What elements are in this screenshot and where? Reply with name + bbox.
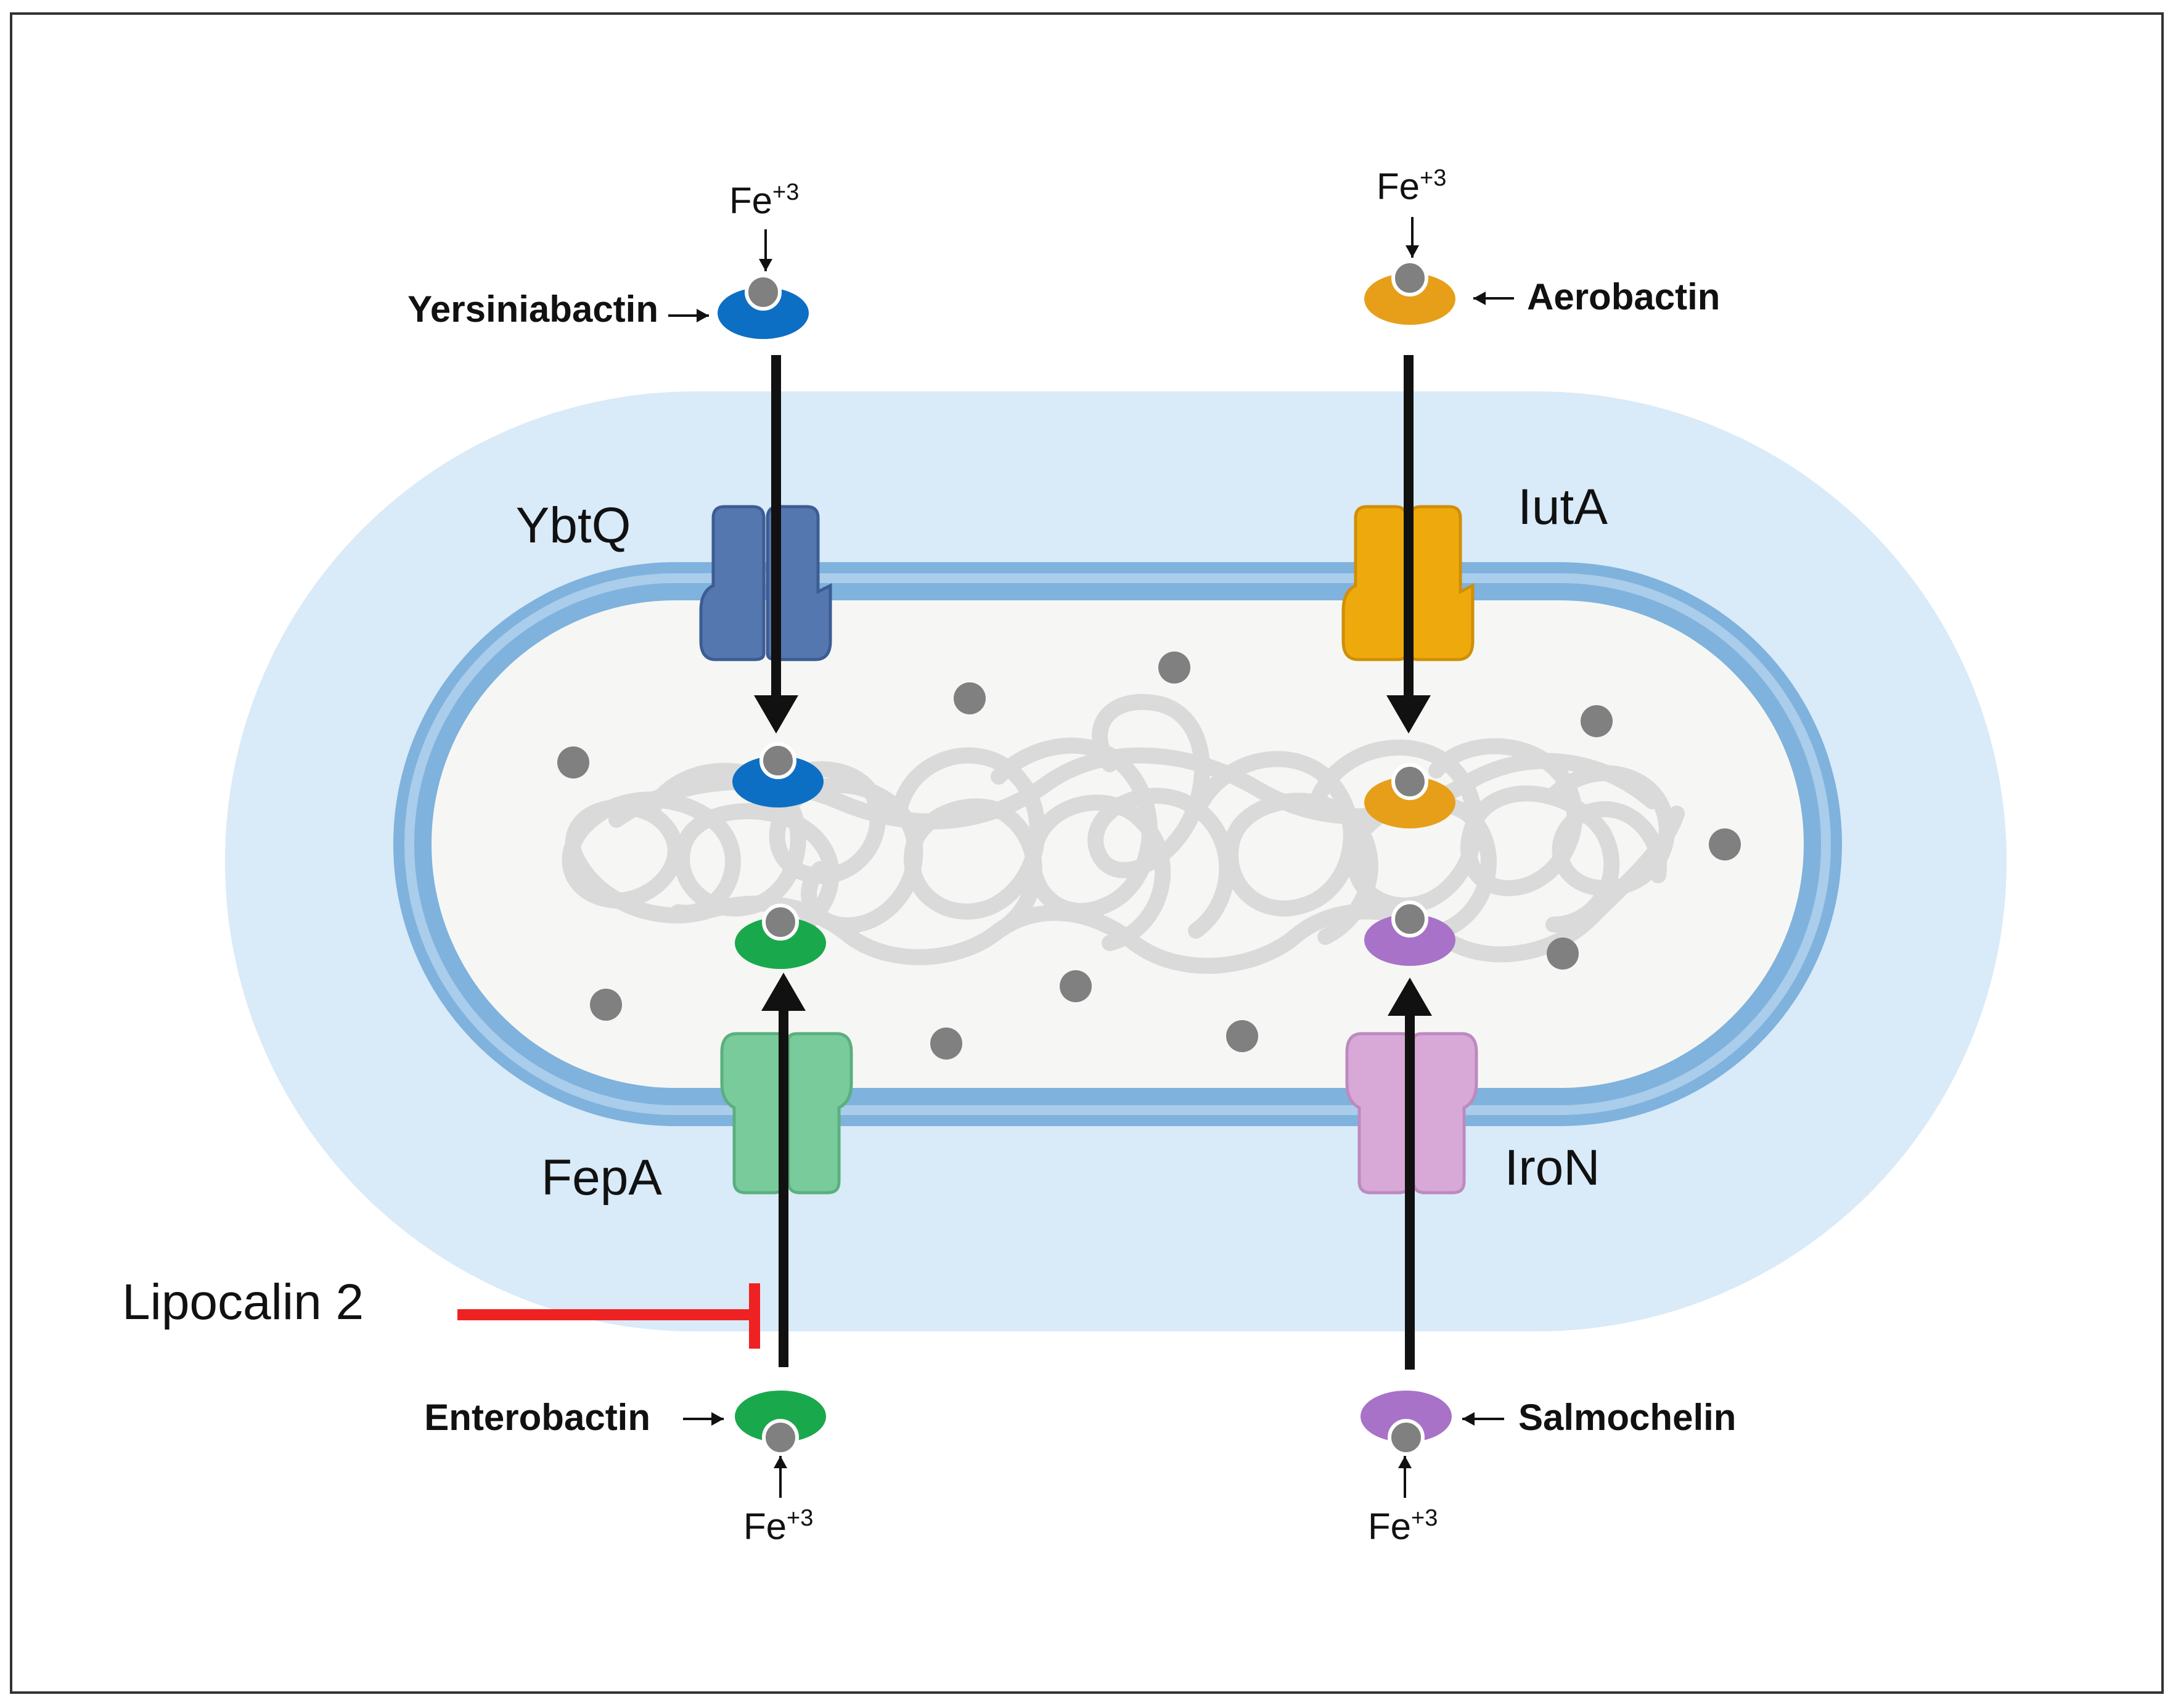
aerobactin-label: Aerobactin xyxy=(1527,276,1720,317)
enterobactin-complex-extracellular-iron xyxy=(762,1419,799,1456)
aerobactin-complex-extracellular xyxy=(1364,259,1455,325)
fe-pointer-top-right-head xyxy=(1406,245,1419,258)
lipocalin-2-label: Lipocalin 2 xyxy=(122,1274,364,1330)
fe-label-bottom-right: Fe+3 xyxy=(1368,1505,1438,1547)
iron-receptor-receptor xyxy=(1345,1032,1478,1195)
yersiniabactin-complex-extracellular xyxy=(718,274,809,339)
free-iron-9 xyxy=(1060,970,1092,1002)
siderophore-complexes xyxy=(718,259,1455,1456)
fepa-receptor-subunit-2 xyxy=(787,1032,853,1195)
fe-label-top-right: Fe+3 xyxy=(1377,165,1446,207)
free-iron-1 xyxy=(557,746,589,778)
enterobactin-complex-extracellular-siderophore xyxy=(735,1391,826,1442)
free-iron-8 xyxy=(930,1028,962,1060)
salmochelin-complex-extracellular-siderophore xyxy=(1361,1391,1452,1442)
free-iron-5 xyxy=(1709,828,1741,860)
aerobactin-import-arrowhead xyxy=(1386,695,1431,733)
yersiniabactin-complex-extracellular-iron xyxy=(745,274,782,311)
free-iron-7 xyxy=(590,989,622,1021)
aerobactin-complex-intracellular-iron xyxy=(1391,763,1428,800)
salmochelin-complex-intracellular-siderophore xyxy=(1364,914,1455,966)
iuta-receptor-subunit-2 xyxy=(1408,505,1475,661)
enterobactin-pointer-head xyxy=(711,1412,724,1426)
receptor-group xyxy=(699,505,1478,1195)
fe-pointer-bottom-right-head xyxy=(1398,1456,1412,1468)
free-iron-particles xyxy=(557,652,1741,1060)
enterobactin-complex-extracellular xyxy=(735,1391,826,1456)
yersiniabactin-complex-extracellular-siderophore xyxy=(718,287,809,339)
yersiniabactin-import-arrowhead xyxy=(754,695,798,733)
enterobactin-label: Enterobactin xyxy=(424,1397,650,1438)
free-iron-2 xyxy=(954,682,986,714)
transport-arrows xyxy=(754,355,1432,1370)
yersiniabactin-pointer-head xyxy=(697,309,709,322)
yersiniabactin-label: Yersiniabactin xyxy=(407,288,658,330)
fe-label-top-left: Fe+3 xyxy=(729,179,799,221)
enterobactin-complex-intracellular xyxy=(735,904,826,969)
aerobactin-complex-intracellular-siderophore xyxy=(1364,777,1455,828)
aerobactin-pointer-head xyxy=(1473,292,1486,305)
iron-receptor-receptor-subunit-2 xyxy=(1412,1032,1478,1195)
yersiniabactin-complex-intracellular-siderophore xyxy=(732,756,824,807)
salmochelin-pointer-head xyxy=(1462,1412,1475,1426)
fe-pointer-top-left-head xyxy=(759,259,772,271)
free-iron-4 xyxy=(1581,705,1613,737)
yersiniabactin-complex-intracellular-iron xyxy=(759,742,796,779)
nucleoid-dna xyxy=(562,693,1685,974)
ybtq-receptor-subunit-1 xyxy=(699,505,766,661)
lipocalin-inhibition xyxy=(457,1283,760,1349)
salmochelin-complex-intracellular xyxy=(1364,901,1455,966)
iuta-label: IutA xyxy=(1518,479,1608,535)
free-iron-3 xyxy=(1158,652,1190,684)
salmochelin-import-arrowhead xyxy=(1388,978,1432,1016)
fepa-label: FepA xyxy=(541,1150,662,1206)
aerobactin-complex-intracellular xyxy=(1364,763,1455,828)
iuta-receptor xyxy=(1341,505,1475,661)
salmochelin-complex-intracellular-iron xyxy=(1391,901,1428,938)
fe-pointer-bottom-left-head xyxy=(774,1456,787,1468)
enterobactin-import-arrowhead xyxy=(761,973,806,1011)
free-iron-6 xyxy=(1547,938,1579,970)
iron-label: IroN xyxy=(1505,1140,1600,1196)
ybtq-receptor xyxy=(699,505,832,661)
salmochelin-complex-extracellular-iron xyxy=(1388,1419,1425,1456)
pointer-arrows xyxy=(668,217,1514,1498)
yersiniabactin-complex-intracellular xyxy=(732,742,824,807)
free-iron-10 xyxy=(1226,1020,1258,1052)
ybtq-label: YbtQ xyxy=(516,497,631,554)
figure-frame xyxy=(10,12,2164,1694)
salmochelin-complex-extracellular xyxy=(1361,1391,1452,1456)
enterobactin-complex-intracellular-iron xyxy=(762,904,799,941)
cytoplasm xyxy=(432,600,1804,1088)
iron-labels: Fe+3 Fe+3 Fe+3 Fe+3 xyxy=(729,165,1446,1547)
labels: Yersiniabactin Aerobactin Enterobactin S… xyxy=(122,276,1736,1438)
fe-label-bottom-left: Fe+3 xyxy=(743,1505,813,1547)
aerobactin-complex-extracellular-iron xyxy=(1391,259,1428,296)
salmochelin-label: Salmochelin xyxy=(1518,1397,1736,1438)
enterobactin-complex-intracellular-siderophore xyxy=(735,917,826,969)
aerobactin-complex-extracellular-siderophore xyxy=(1364,273,1455,325)
